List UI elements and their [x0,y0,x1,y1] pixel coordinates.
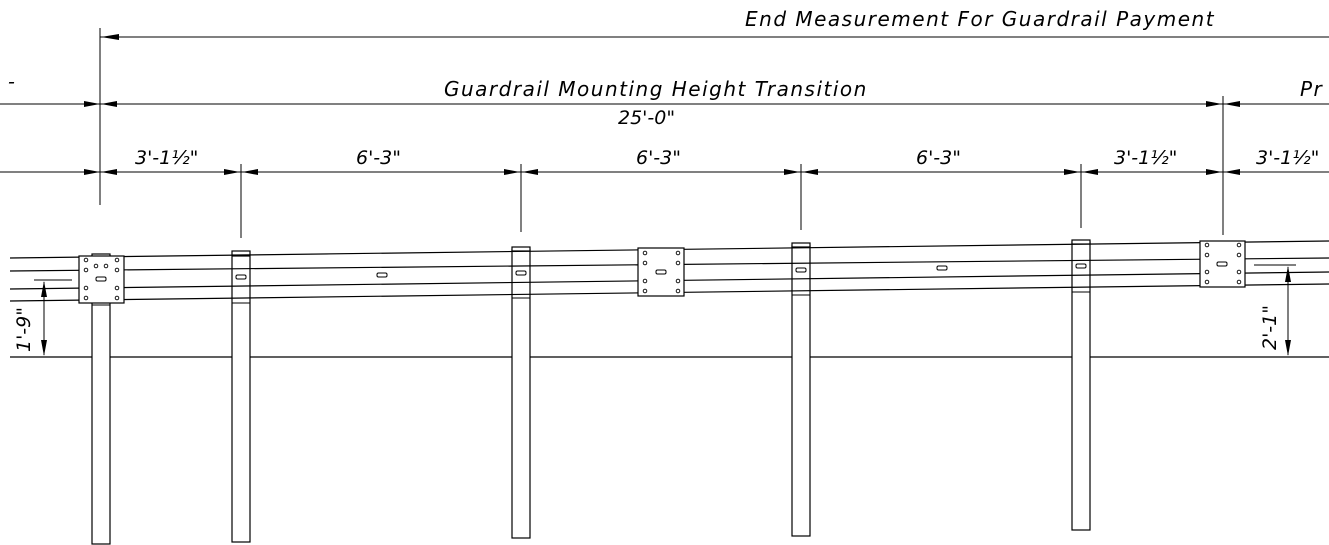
end-measurement-dimension: End Measurement For Guardrail Payment [99,7,1329,205]
left-cut-label: - [8,71,15,93]
guardrail-post [91,261,111,545]
guardrail-post [1071,241,1091,531]
spacing-label: 6'-3" [356,147,401,169]
spacing-label: 6'-3" [916,147,961,169]
post-spacing-dimension: 3'-1½" 6'-3" 6'-3" 6'-3" 3'-1½" 3'-1½" [0,147,1329,238]
end-measurement-label: End Measurement For Guardrail Payment [745,7,1215,31]
spacing-label: 3'-1½" [1256,147,1319,169]
rail-splice-left [78,255,125,304]
right-cut-label: Pr [1300,77,1324,101]
left-height-dimension: 1'-9" [13,279,72,356]
transition-length-label: 25'-0" [618,107,675,129]
guardrail-post [791,245,811,537]
left-height-label: 1'-9" [13,307,35,352]
rail-splice-middle [637,247,685,297]
transition-label: Guardrail Mounting Height Transition [444,77,868,101]
spacing-label: 6'-3" [636,147,681,169]
spacing-label: 3'-1½" [135,147,198,169]
rail-splice-right [1199,240,1246,288]
posts [91,239,1091,545]
transition-dimension: Guardrail Mounting Height Transition 25'… [0,71,1329,235]
right-height-label: 2'-1" [1259,305,1281,350]
right-height-dimension: 2'-1" [1254,264,1296,356]
guardrail-post [231,255,251,543]
spacing-label: 3'-1½" [1114,147,1177,169]
guardrail-post [511,249,531,539]
